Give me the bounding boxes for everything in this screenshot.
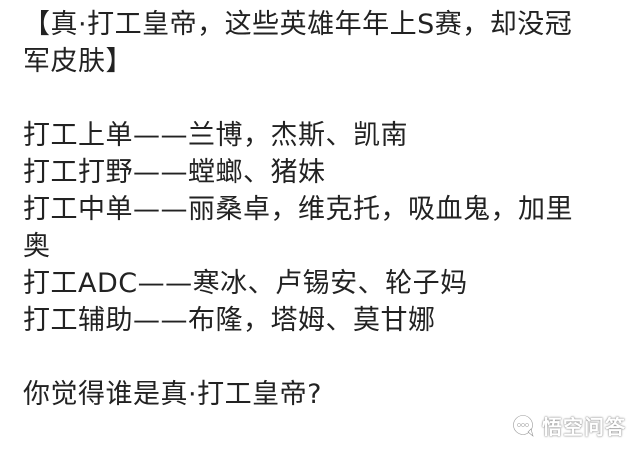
- body-line-top-lane: 打工上单——兰博，杰斯、凯南: [23, 120, 408, 151]
- body-line-jungle: 打工打野——螳螂、猪妹: [23, 157, 326, 188]
- blank-line: [23, 339, 623, 376]
- watermark: 悟空问答: [511, 411, 626, 440]
- chat-bubble-icon: [511, 413, 537, 438]
- title-line-1: 【真·打工皇帝，这些英雄年年上S赛，却没冠: [23, 9, 573, 40]
- question-line: 你觉得谁是真·打工皇帝?: [23, 379, 322, 410]
- blank-line: [23, 80, 623, 117]
- watermark-text: 悟空问答: [542, 415, 626, 439]
- article-body: 【真·打工皇帝，这些英雄年年上S赛，却没冠 军皮肤】 打工上单——兰博，杰斯、凯…: [23, 6, 623, 413]
- title-line-2: 军皮肤】: [23, 46, 133, 77]
- body-line-mid-lane: 打工中单——丽桑卓，维克托，吸血鬼，加里: [23, 194, 573, 225]
- body-line-adc: 打工ADC——寒冰、卢锡安、轮子妈: [23, 268, 468, 299]
- body-line-support: 打工辅助——布隆，塔姆、莫甘娜: [23, 305, 436, 336]
- body-line-mid-lane-continued: 奥: [23, 231, 51, 262]
